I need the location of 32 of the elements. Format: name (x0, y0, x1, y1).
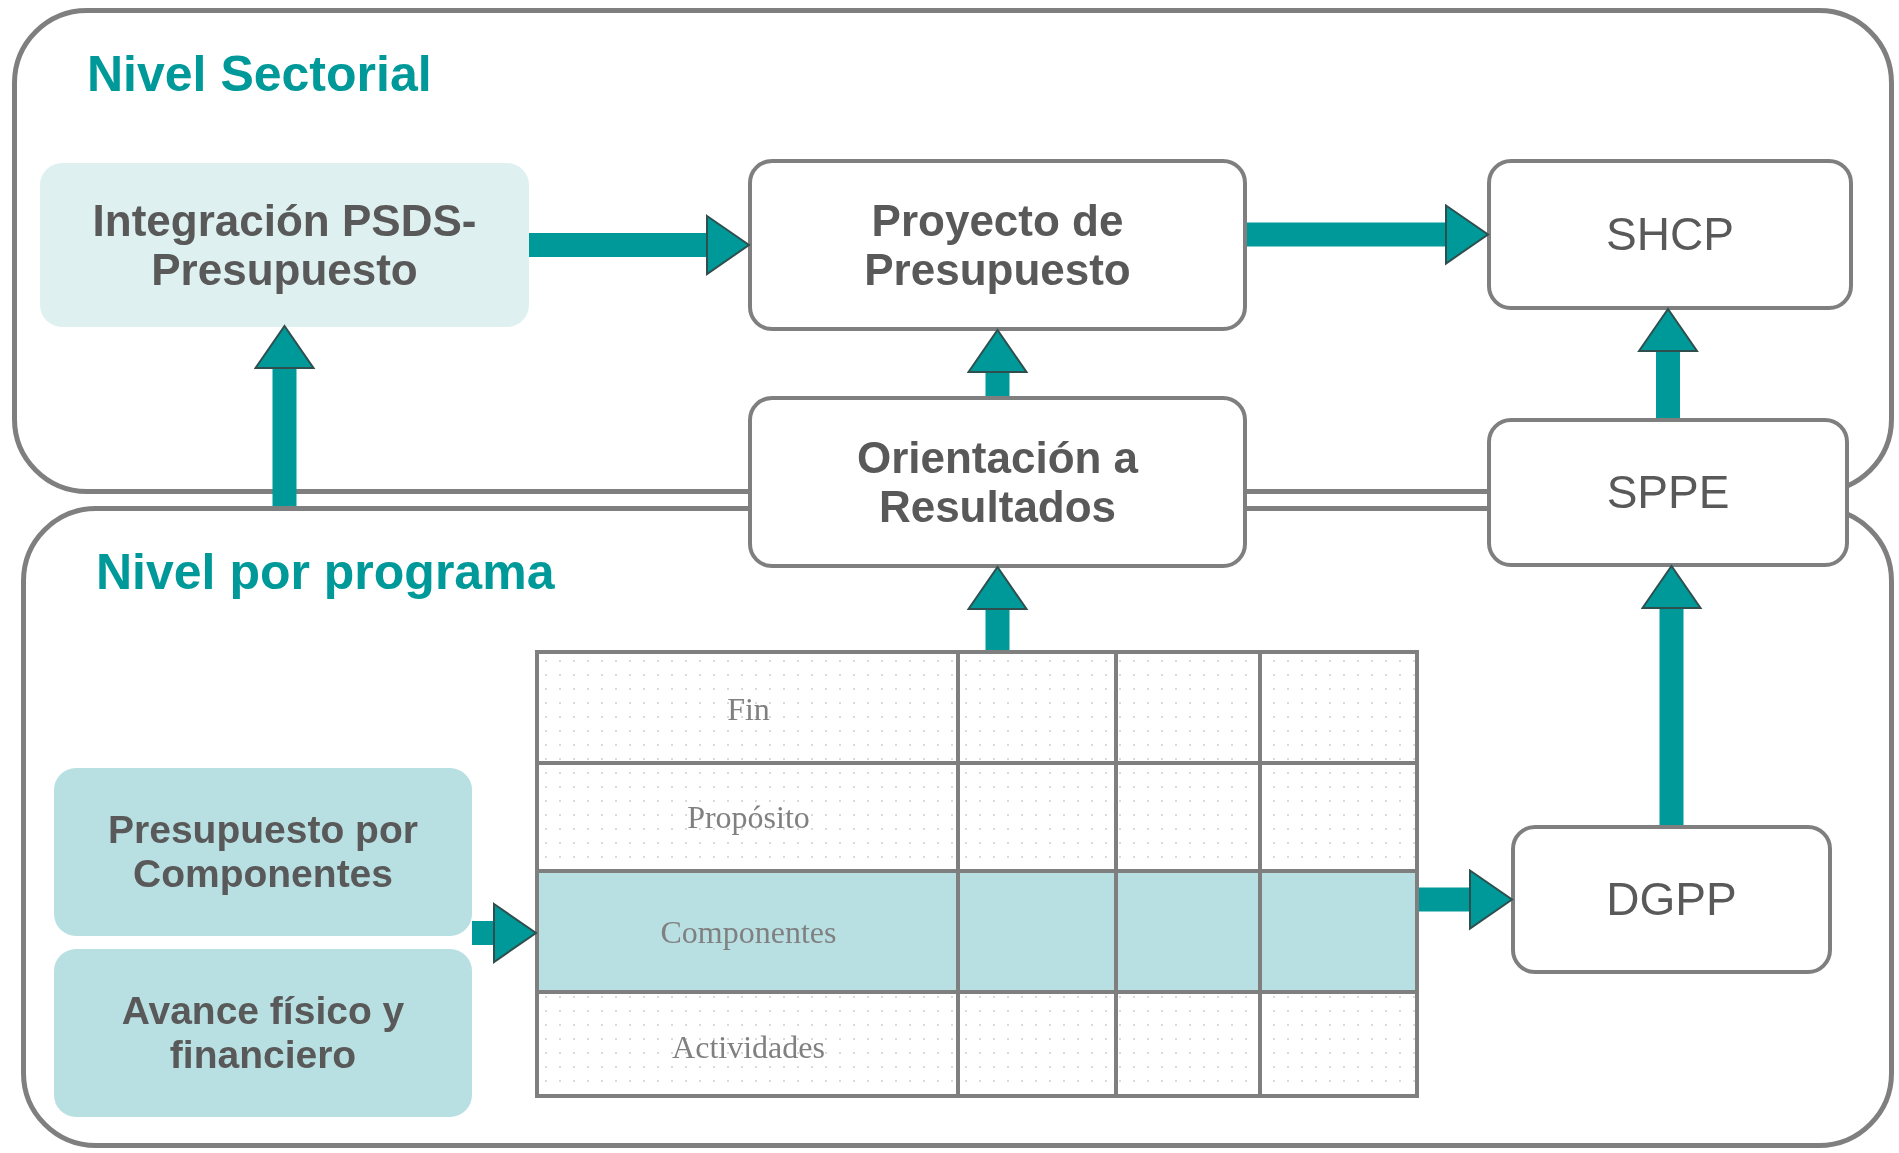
node-label: DGPP (1605, 873, 1738, 926)
process-box (748, 159, 1247, 331)
block-arrow (1638, 308, 1698, 418)
block-arrow (472, 903, 537, 963)
row-label: Actividades (672, 1028, 825, 1066)
row-label: Componentes (660, 913, 837, 950)
process-box (40, 163, 529, 327)
block-arrow (967, 329, 1028, 396)
block-arrow (1419, 869, 1513, 930)
process-box (1487, 159, 1853, 310)
node-label: Presupuesto por Componentes (107, 808, 419, 896)
process-box (54, 949, 472, 1117)
panel-title: Nivel por programa (96, 543, 555, 601)
block-arrow (1247, 204, 1489, 265)
node-label: Orientación a Resultados (855, 432, 1140, 532)
block-arrow (529, 215, 750, 275)
process-box (748, 396, 1247, 568)
matrix-table (535, 650, 1419, 1098)
process-box (1487, 418, 1849, 567)
panel-title: Nivel Sectorial (87, 45, 432, 103)
block-arrow (967, 566, 1028, 650)
node-label: SHCP (1605, 208, 1735, 261)
process-box (1511, 825, 1832, 974)
row-label: Propósito (687, 798, 810, 836)
process-box (54, 768, 472, 936)
block-arrow (254, 325, 315, 506)
node-label: Integración PSDS-Presupuesto (91, 195, 478, 295)
node-label: SPPE (1605, 466, 1731, 519)
node-label: Proyecto de Presupuesto (863, 195, 1132, 295)
block-arrow (1641, 565, 1702, 825)
node-label: Avance físico y financiero (120, 989, 406, 1077)
row-label: Fin (727, 690, 770, 727)
